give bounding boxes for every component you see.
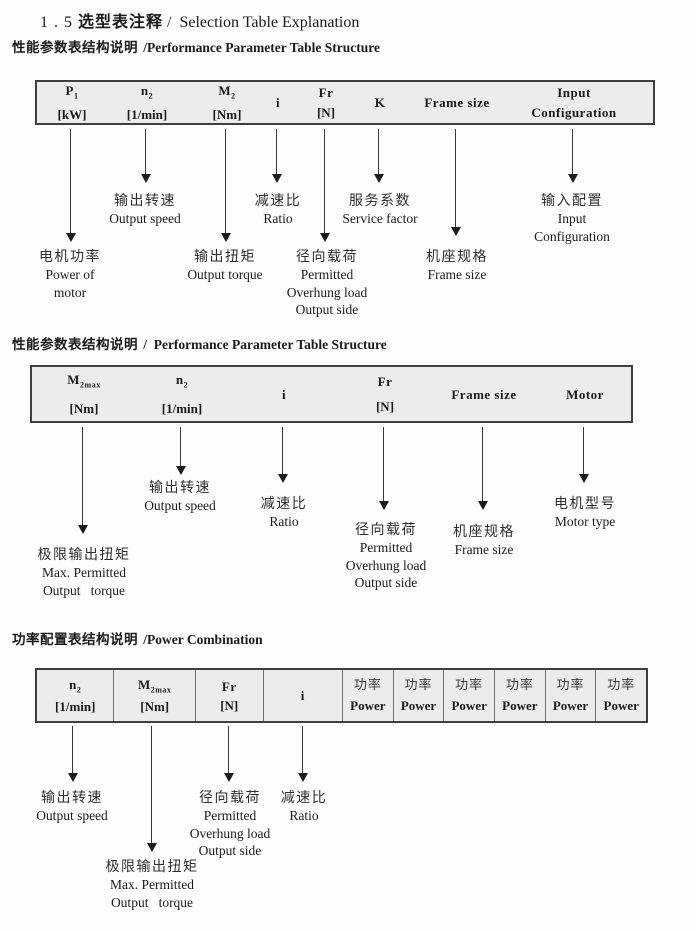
section3-heading: 功率配置表结构说明 /Power Combination: [12, 632, 263, 648]
down-arrow: [568, 129, 578, 183]
down-arrow: [278, 427, 288, 483]
section2-heading: 性能参数表结构说明 / Performance Parameter Table …: [12, 337, 387, 353]
col-i: i: [281, 386, 287, 402]
col-k: K: [374, 95, 386, 110]
down-arrow: [320, 129, 330, 242]
col-p1: P1[kW]: [57, 83, 87, 122]
col-fr: Fr[N]: [196, 670, 264, 721]
col-fr: Fr[N]: [316, 85, 336, 120]
page-title-zh: 选型表注释: [78, 12, 164, 31]
col-frame-size: Frame size: [451, 386, 517, 402]
down-arrow: [78, 427, 88, 534]
down-arrow: [451, 129, 461, 236]
down-arrow: [379, 427, 389, 510]
col-n2: n2[1/min]: [161, 372, 203, 416]
section1-heading: 性能参数表结构说明 /Performance Parameter Table S…: [12, 40, 381, 56]
performance-table-1: P1[kW] n2[1/min] M2[Nm] i Fr[N] K Frame …: [35, 80, 655, 125]
down-arrow: [141, 129, 151, 183]
col-frame-size: Frame size: [424, 95, 490, 110]
col-n2: n2[1/min]: [37, 670, 115, 721]
col-n2: n2[1/min]: [126, 83, 168, 122]
page-title-en: / Selection Table Explanation: [163, 14, 360, 31]
down-arrow: [147, 726, 157, 852]
col-motor: Motor: [566, 386, 604, 402]
down-arrow: [478, 427, 488, 510]
down-arrow: [66, 129, 76, 242]
col-m2max: M2max[Nm]: [67, 372, 101, 416]
col-m2: M2[Nm]: [212, 83, 242, 122]
down-arrow: [224, 726, 234, 782]
down-arrow: [298, 726, 308, 782]
page-title: 1 . 5 选型表注释 / Selection Table Explanatio…: [40, 8, 359, 32]
down-arrow: [272, 129, 282, 183]
down-arrow: [68, 726, 78, 782]
down-arrow: [221, 129, 231, 242]
down-arrow: [374, 129, 384, 183]
section-number: 1 . 5: [40, 14, 78, 31]
down-arrow: [176, 427, 186, 475]
col-fr: Fr[N]: [375, 374, 395, 414]
performance-table-2: M2max[Nm] n2[1/min] i Fr[N] Frame size M…: [30, 365, 633, 423]
col-i: i: [264, 670, 343, 721]
col-i: i: [275, 95, 281, 110]
col-m2max: M2max[Nm]: [114, 670, 196, 721]
down-arrow: [579, 427, 589, 483]
